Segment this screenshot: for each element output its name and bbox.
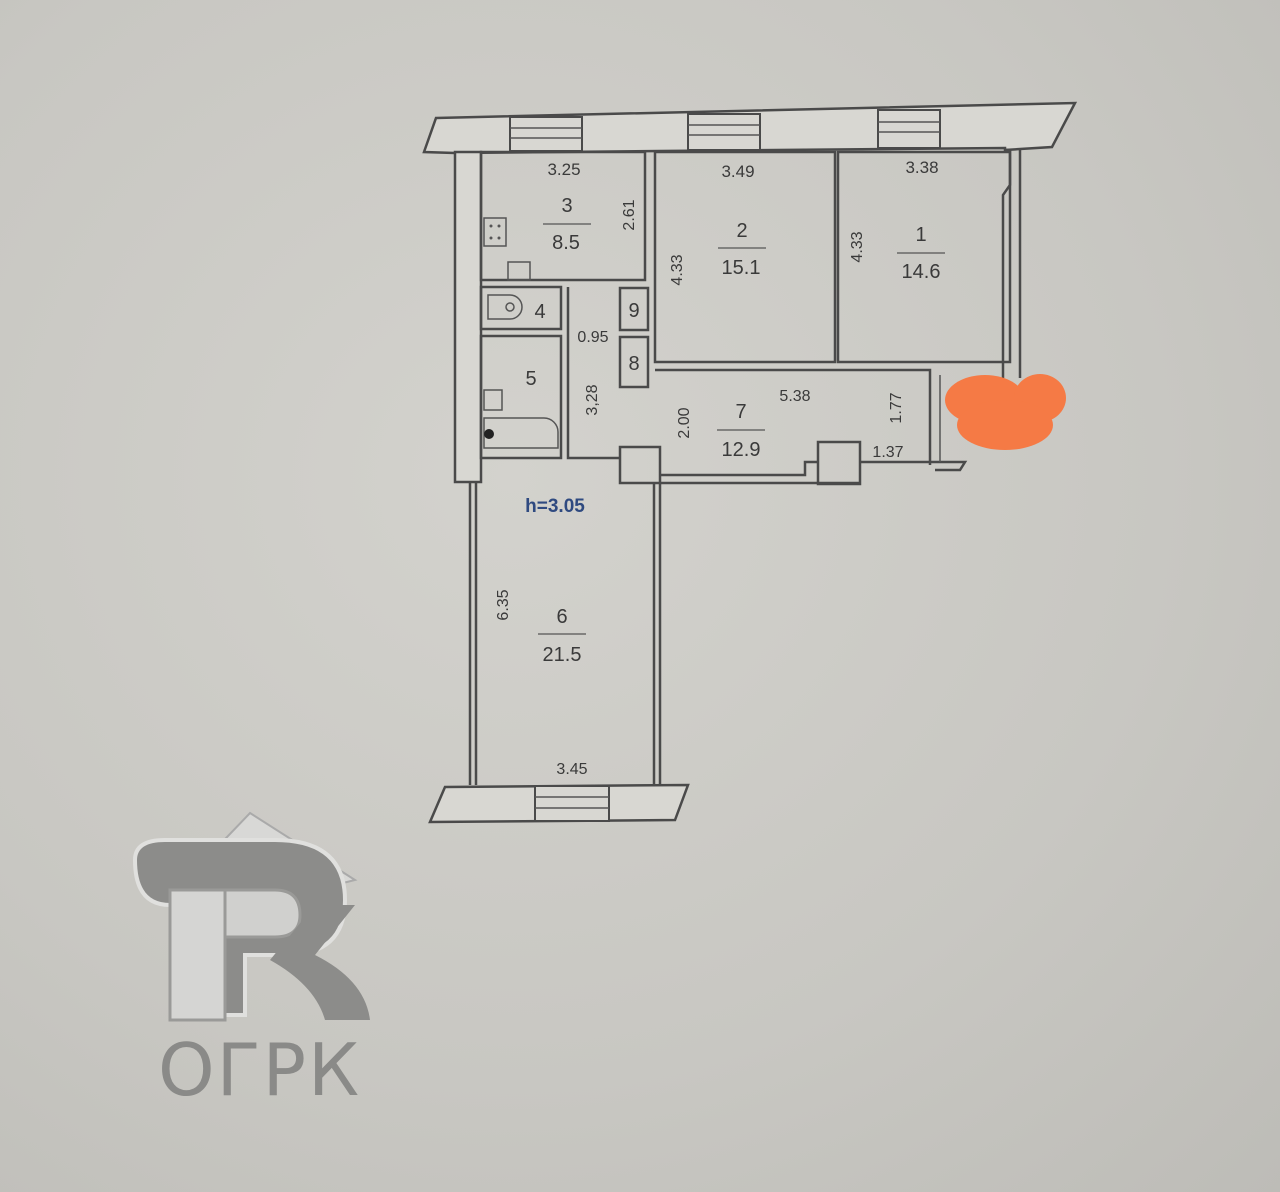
room-4-outline xyxy=(479,285,563,331)
hall-7-outline xyxy=(655,368,932,465)
sink-icon xyxy=(507,261,531,281)
bathtub-icon xyxy=(483,417,559,449)
room-7-number: 7 xyxy=(735,401,746,423)
room-7-area: 12.9 xyxy=(722,439,761,461)
room-3-width: 3.25 xyxy=(547,160,580,179)
room-2-outline xyxy=(653,150,837,364)
toilet-icon xyxy=(487,294,523,320)
room-8-number: 8 xyxy=(628,353,639,375)
room-1-depth: 4.33 xyxy=(849,231,866,262)
ceiling-height: h=3.05 xyxy=(525,496,585,517)
column xyxy=(816,440,862,486)
room-3-outline xyxy=(479,150,647,282)
redaction-blob xyxy=(945,374,1066,450)
room-6-depth: 6.35 xyxy=(495,589,512,620)
stove-icon xyxy=(483,217,507,247)
room-1-width: 3.38 xyxy=(905,158,938,177)
room-8-outline xyxy=(618,335,650,389)
room-1-number: 1 xyxy=(915,224,926,246)
room-5-number: 5 xyxy=(525,368,536,390)
vestibule-depth: 1.77 xyxy=(888,392,905,423)
column xyxy=(618,445,662,485)
room-4-number: 4 xyxy=(534,301,545,323)
room-6-width: 3.45 xyxy=(556,761,587,778)
vestibule-width: 1.37 xyxy=(872,444,903,461)
room-6-number: 6 xyxy=(556,606,567,628)
room-6-area: 21.5 xyxy=(543,644,582,666)
room-3-number: 3 xyxy=(561,195,572,217)
room-2-depth: 4.33 xyxy=(669,254,686,285)
watermark-brand-text: ОГРК xyxy=(158,1028,362,1112)
room-2-area: 15.1 xyxy=(722,257,761,279)
room-2-width: 3.49 xyxy=(721,162,754,181)
room-5-outline xyxy=(479,334,563,460)
room-1-outline xyxy=(836,150,1012,364)
room-3-depth: 2.61 xyxy=(621,199,638,230)
room-9-number: 9 xyxy=(628,300,639,322)
corridor-wall xyxy=(566,287,620,460)
room-7-width: 5.38 xyxy=(779,388,810,405)
corridor-length: 3,28 xyxy=(584,384,601,415)
room-1-area: 14.6 xyxy=(902,261,941,283)
room-3-area: 8.5 xyxy=(552,232,580,254)
room-7-depth: 2.00 xyxy=(676,407,693,438)
room-9-outline xyxy=(618,286,650,332)
ogrk-logo-icon xyxy=(132,811,370,1022)
corridor-width: 0.95 xyxy=(577,329,608,346)
left-exterior-wall xyxy=(453,150,483,484)
bottom-exterior-wall xyxy=(428,783,690,824)
room-2-number: 2 xyxy=(736,220,747,242)
top-exterior-wall xyxy=(422,101,1078,155)
washbasin-icon xyxy=(483,389,503,411)
